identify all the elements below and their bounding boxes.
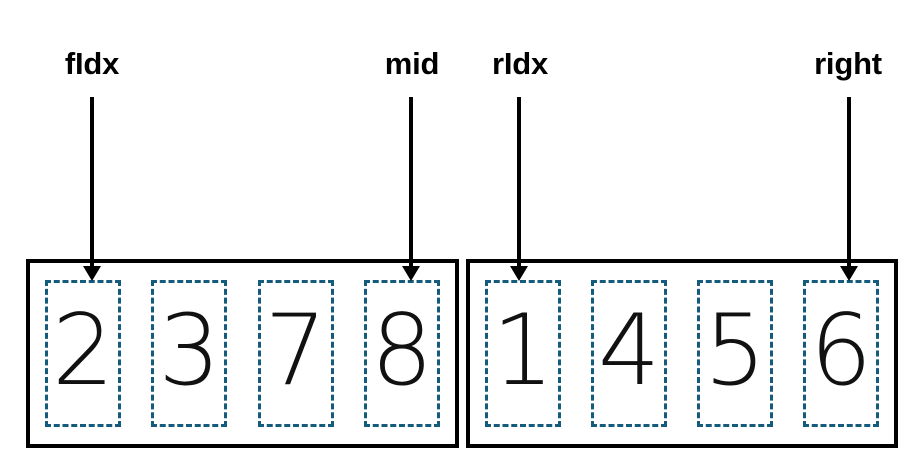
arrow-shaft	[90, 97, 94, 267]
array-cell: 2	[45, 280, 122, 427]
array-cell-value: 5	[703, 293, 767, 408]
array-cell-value: 8	[370, 293, 434, 408]
array-cell: 3	[151, 280, 228, 427]
array-cell-value: 7	[264, 293, 327, 408]
array-cell-value: 4	[597, 293, 661, 408]
pointer-arrow-fidx	[82, 97, 102, 281]
pointer-arrow-right	[839, 97, 859, 281]
pointer-label-fidx: fIdx	[64, 46, 120, 81]
arrow-shaft	[409, 97, 413, 267]
array-cell: 6	[803, 280, 879, 427]
arrow-shaft	[847, 97, 851, 267]
array-cell-value: 1	[491, 293, 555, 408]
pointer-arrow-mid	[401, 97, 421, 281]
arrow-shaft	[517, 97, 521, 267]
pointer-label-mid: mid	[384, 46, 440, 81]
array-cell: 5	[697, 280, 773, 427]
pointer-label-ridx: rIdx	[491, 46, 549, 81]
array-cell: 7	[257, 280, 334, 427]
arrow-head-icon	[510, 266, 528, 281]
array-cell-value: 3	[158, 293, 221, 408]
array-cell: 4	[591, 280, 667, 427]
pointer-arrow-ridx	[509, 97, 529, 281]
array-cell: 8	[363, 280, 440, 427]
array-cell-value: 2	[51, 293, 115, 408]
arrow-head-icon	[402, 266, 420, 281]
arrow-head-icon	[83, 266, 101, 281]
pointer-label-right: right	[814, 46, 882, 81]
arrow-head-icon	[840, 266, 858, 281]
array-cell: 1	[485, 280, 561, 427]
array-cell-value: 6	[809, 293, 873, 408]
